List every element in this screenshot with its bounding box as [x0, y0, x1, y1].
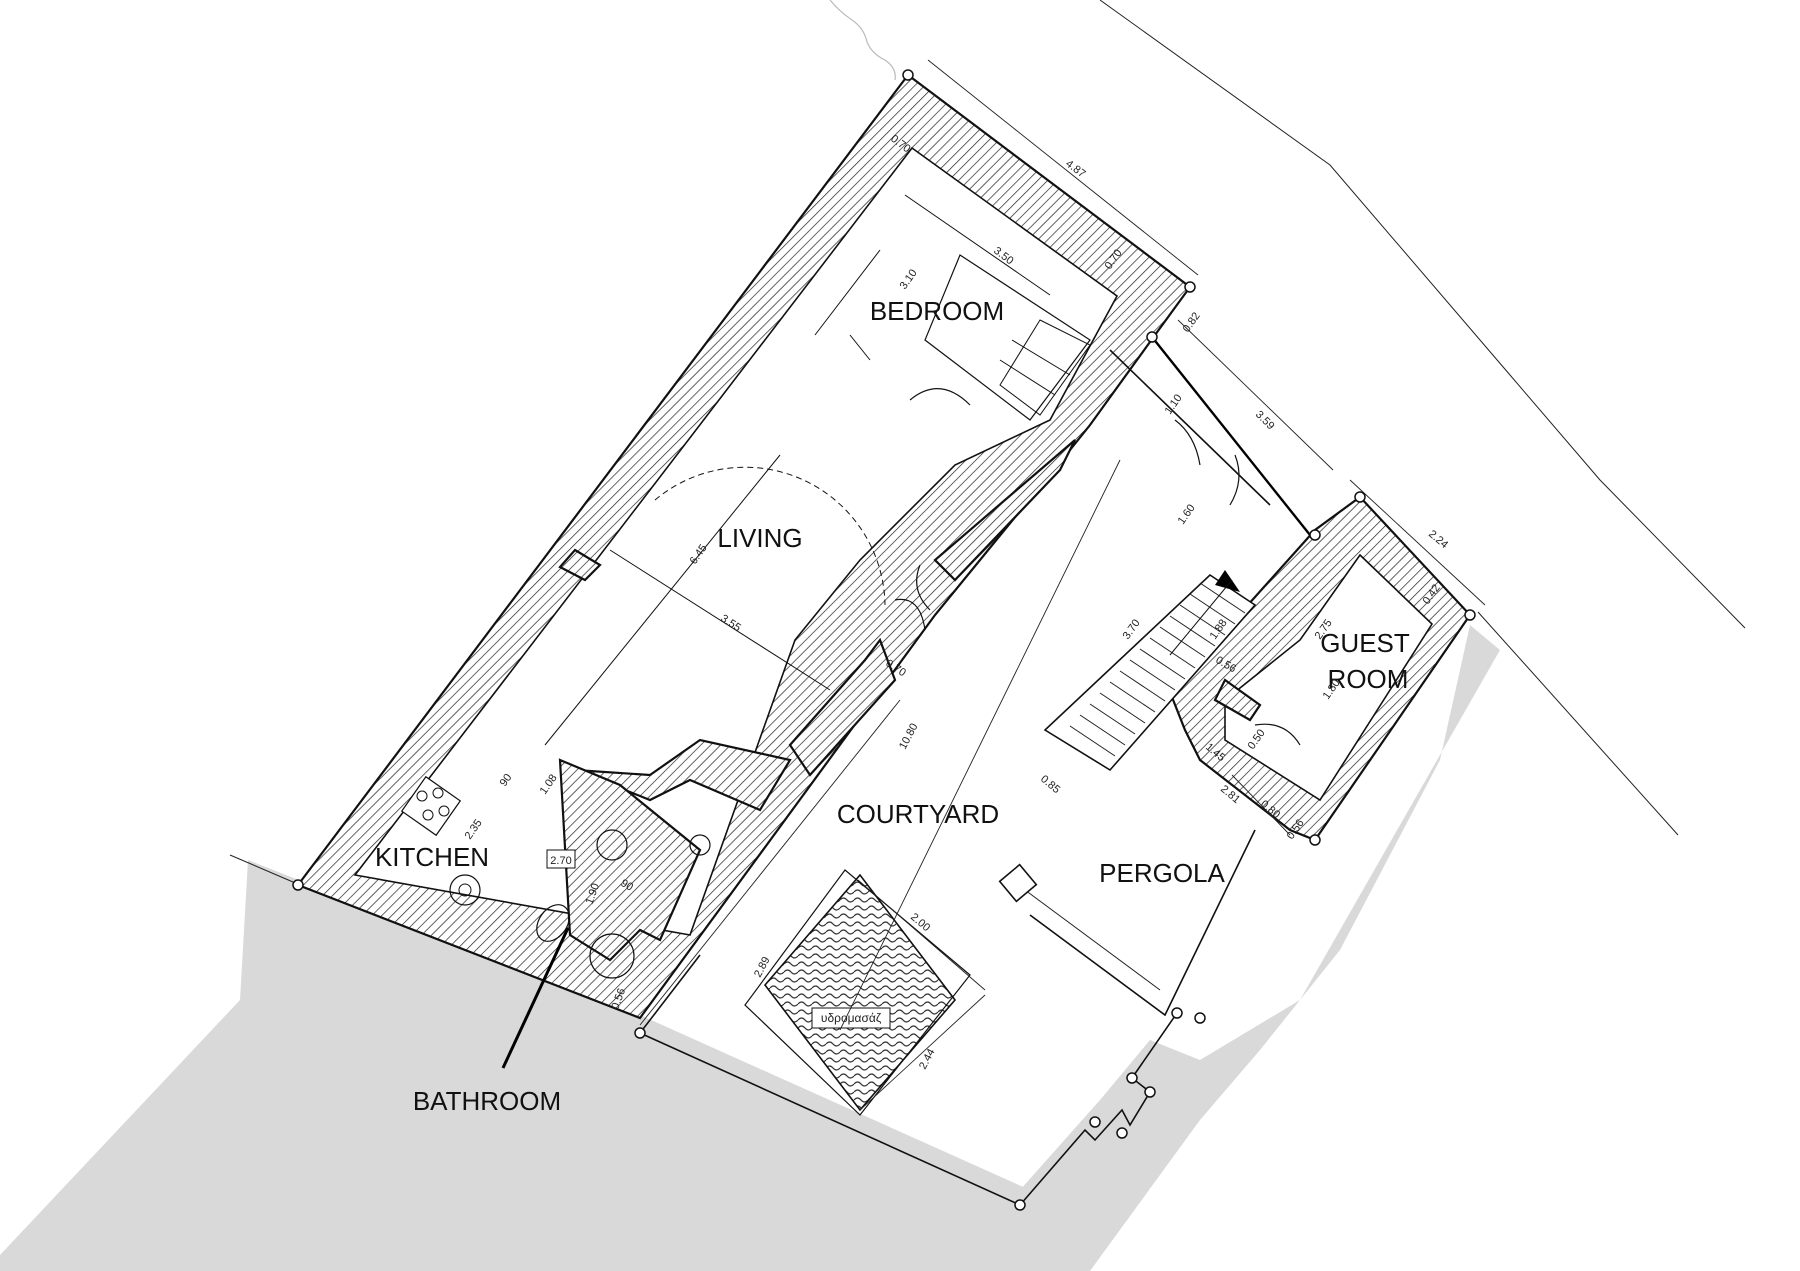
ground-shadow	[0, 860, 1080, 1271]
dim-1-10: 1.10	[1163, 392, 1185, 416]
boundary-line-west	[229, 854, 301, 886]
dim-2-24: 2.24	[1426, 528, 1450, 551]
water-tank-label: υδρομασάζ	[821, 1011, 882, 1025]
boundary-line-east	[1477, 611, 1679, 836]
kitchen-fixtures	[400, 775, 481, 906]
partition-living-courtyard	[788, 637, 897, 777]
courtyard-boundary	[1151, 336, 1323, 537]
dim-2-89: 2.89	[752, 955, 773, 980]
survey-nodes	[292, 69, 1476, 1211]
pergola-column	[998, 863, 1038, 903]
dim-10-80: 10.80	[897, 721, 921, 751]
house-interior	[353, 146, 1119, 936]
dim-90-b: 90	[619, 877, 636, 894]
pergola-outline	[1029, 829, 1256, 1017]
partition-bathroom	[558, 758, 702, 962]
courtyard-gate-line	[1109, 349, 1271, 506]
dim-2-44: 2.44	[917, 1047, 938, 1072]
room-label-pergola: PERGOLA	[1099, 858, 1225, 888]
bathroom-fixtures	[536, 829, 711, 979]
room-label-guest-line2: ROOM	[1328, 664, 1409, 694]
room-label-kitchen: KITCHEN	[375, 842, 489, 872]
room-label-guest-line1: GUEST	[1320, 628, 1410, 658]
room-label-courtyard: COURTYARD	[837, 799, 999, 829]
partition-kitchen-living	[574, 738, 792, 812]
staircase	[1043, 570, 1257, 772]
courtyard-west-edge	[639, 954, 701, 1034]
bathroom-leader-line	[501, 927, 570, 1069]
boundary-line-north	[1099, 0, 1746, 629]
pergola-line	[1024, 889, 1161, 991]
guest-room-inner-wall	[1213, 678, 1262, 722]
dim-box-2-70	[546, 849, 576, 869]
room-label-bathroom: BATHROOM	[413, 1086, 561, 1116]
room-label-living: LIVING	[717, 523, 802, 553]
dim-3-70: 3.70	[1121, 617, 1143, 641]
living-arc	[544, 454, 886, 746]
partition-bedroom-living	[933, 439, 1076, 582]
dimension-lines	[639, 59, 1486, 1111]
dim-0-82: 0.82	[1181, 310, 1203, 334]
dim-0-85: 0.85	[1038, 773, 1062, 796]
bedroom-details	[814, 194, 1091, 421]
dim-2-00: 2.00	[908, 911, 932, 934]
partition-small-west	[558, 548, 602, 582]
dim-1-60: 1.60	[1176, 502, 1198, 526]
dim-2-70: 2.70	[550, 855, 571, 867]
room-label-bedroom: BEDROOM	[870, 296, 1004, 326]
door-swings	[894, 419, 1301, 746]
guest-room-interior	[1224, 553, 1434, 802]
water-tank: υδρομασάζ	[744, 869, 971, 1116]
tree-outline	[829, 0, 896, 81]
courtyard-south-edge	[639, 1032, 1021, 1206]
dim-90-a: 90	[498, 772, 515, 789]
